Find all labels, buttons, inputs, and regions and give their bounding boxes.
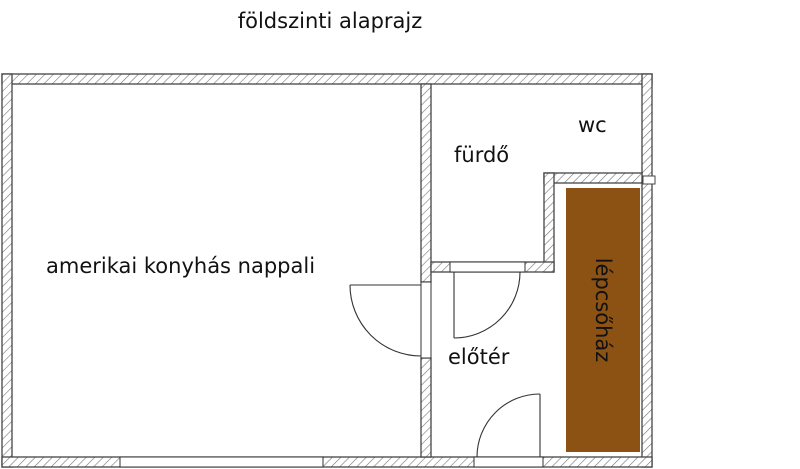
room-label-living: amerikai konyhás nappali	[46, 254, 315, 278]
room-label-hall: előtér	[448, 345, 510, 369]
wall-bottom	[1, 456, 653, 468]
wall-left	[1, 73, 13, 468]
entrance-opening	[473, 456, 544, 468]
room-label-wc: wc	[578, 113, 607, 137]
living-door-opening	[420, 281, 432, 359]
stairwell-area	[566, 188, 640, 452]
bathroom-door-opening	[449, 261, 526, 273]
living-room-door[interactable]	[349, 284, 422, 357]
wall-right	[641, 73, 653, 468]
wall-partition-upper	[420, 83, 432, 283]
window-living	[119, 456, 324, 468]
plan-title: földszinti alaprajz	[238, 9, 423, 33]
room-label-stairwell: lépcsőház	[591, 258, 615, 363]
bathroom-door[interactable]	[453, 271, 521, 339]
wall-top	[1, 73, 653, 85]
wall-joint	[642, 175, 656, 185]
wall-wc-step	[543, 172, 643, 184]
room-label-bathroom: fürdő	[454, 143, 509, 167]
entrance-door[interactable]	[476, 393, 541, 458]
wall-partition-lower	[420, 357, 432, 458]
wall-bath-vertical	[543, 172, 555, 273]
